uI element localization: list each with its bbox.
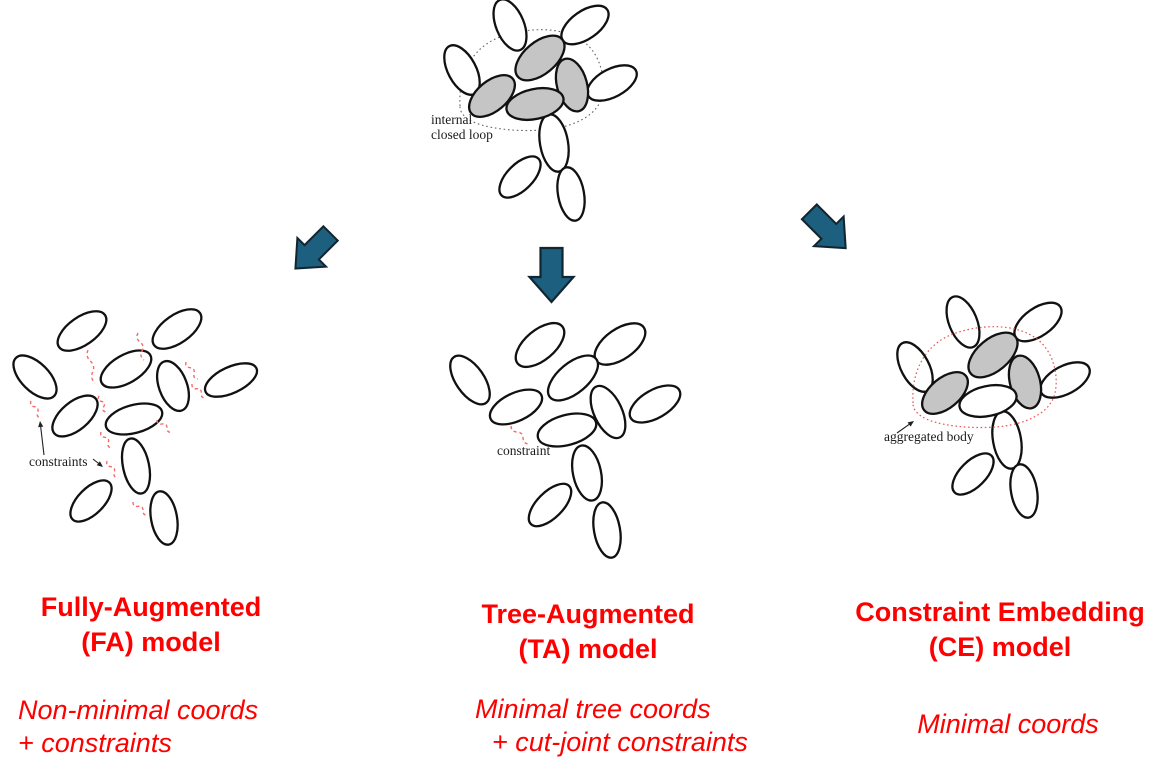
- fa-linkage-diagram: [12, 308, 259, 546]
- ta-linkage-diagram: [449, 321, 682, 559]
- ta-model-title: Tree-Augmented (TA) model: [437, 597, 739, 667]
- ta-model-subtitle: Minimal tree coords + cut-joint constrai…: [475, 693, 748, 759]
- fa-model-title-line1: Fully-Augmented: [40, 592, 262, 622]
- ta-model-title-line1: Tree-Augmented: [481, 599, 695, 629]
- fa-model-title-line2: (FA) model: [81, 627, 221, 657]
- ce-model-title-line1: Constraint Embedding: [855, 597, 1145, 627]
- ta-model-subtitle-line1: Minimal tree coords: [475, 694, 711, 724]
- fa-model-title: Fully-Augmented (FA) model: [0, 590, 302, 660]
- internal-closed-loop-label-line2: closed loop: [431, 127, 493, 142]
- fa-model-subtitle-line2: + constraints: [18, 728, 172, 758]
- ce-linkage-diagram: [896, 295, 1091, 519]
- ta-arrow-icon: [527, 246, 576, 304]
- ce-model-title: Constraint Embedding (CE) model: [841, 595, 1159, 665]
- ta-model-title-line2: (TA) model: [518, 634, 658, 664]
- ce-arrow-icon: [800, 202, 847, 250]
- fa-arrow-icon: [294, 224, 340, 270]
- ta-model-subtitle-line2: + cut-joint constraints: [492, 727, 748, 757]
- constraints-label: constraints: [29, 454, 88, 469]
- internal-closed-loop-label-line1: internal: [431, 112, 473, 127]
- ce-model-title-line2: (CE) model: [928, 632, 1072, 662]
- internal-closed-loop-label: internal closed loop: [431, 112, 493, 142]
- source-linkage-diagram: [443, 0, 638, 222]
- aggregated-body-label: aggregated body: [884, 429, 974, 444]
- fa-model-subtitle: Non-minimal coords + constraints: [18, 694, 258, 760]
- fa-model-subtitle-line1: Non-minimal coords: [18, 695, 259, 725]
- constraint-label: constraint: [497, 443, 551, 458]
- ce-model-subtitle: Minimal coords: [917, 709, 1099, 739]
